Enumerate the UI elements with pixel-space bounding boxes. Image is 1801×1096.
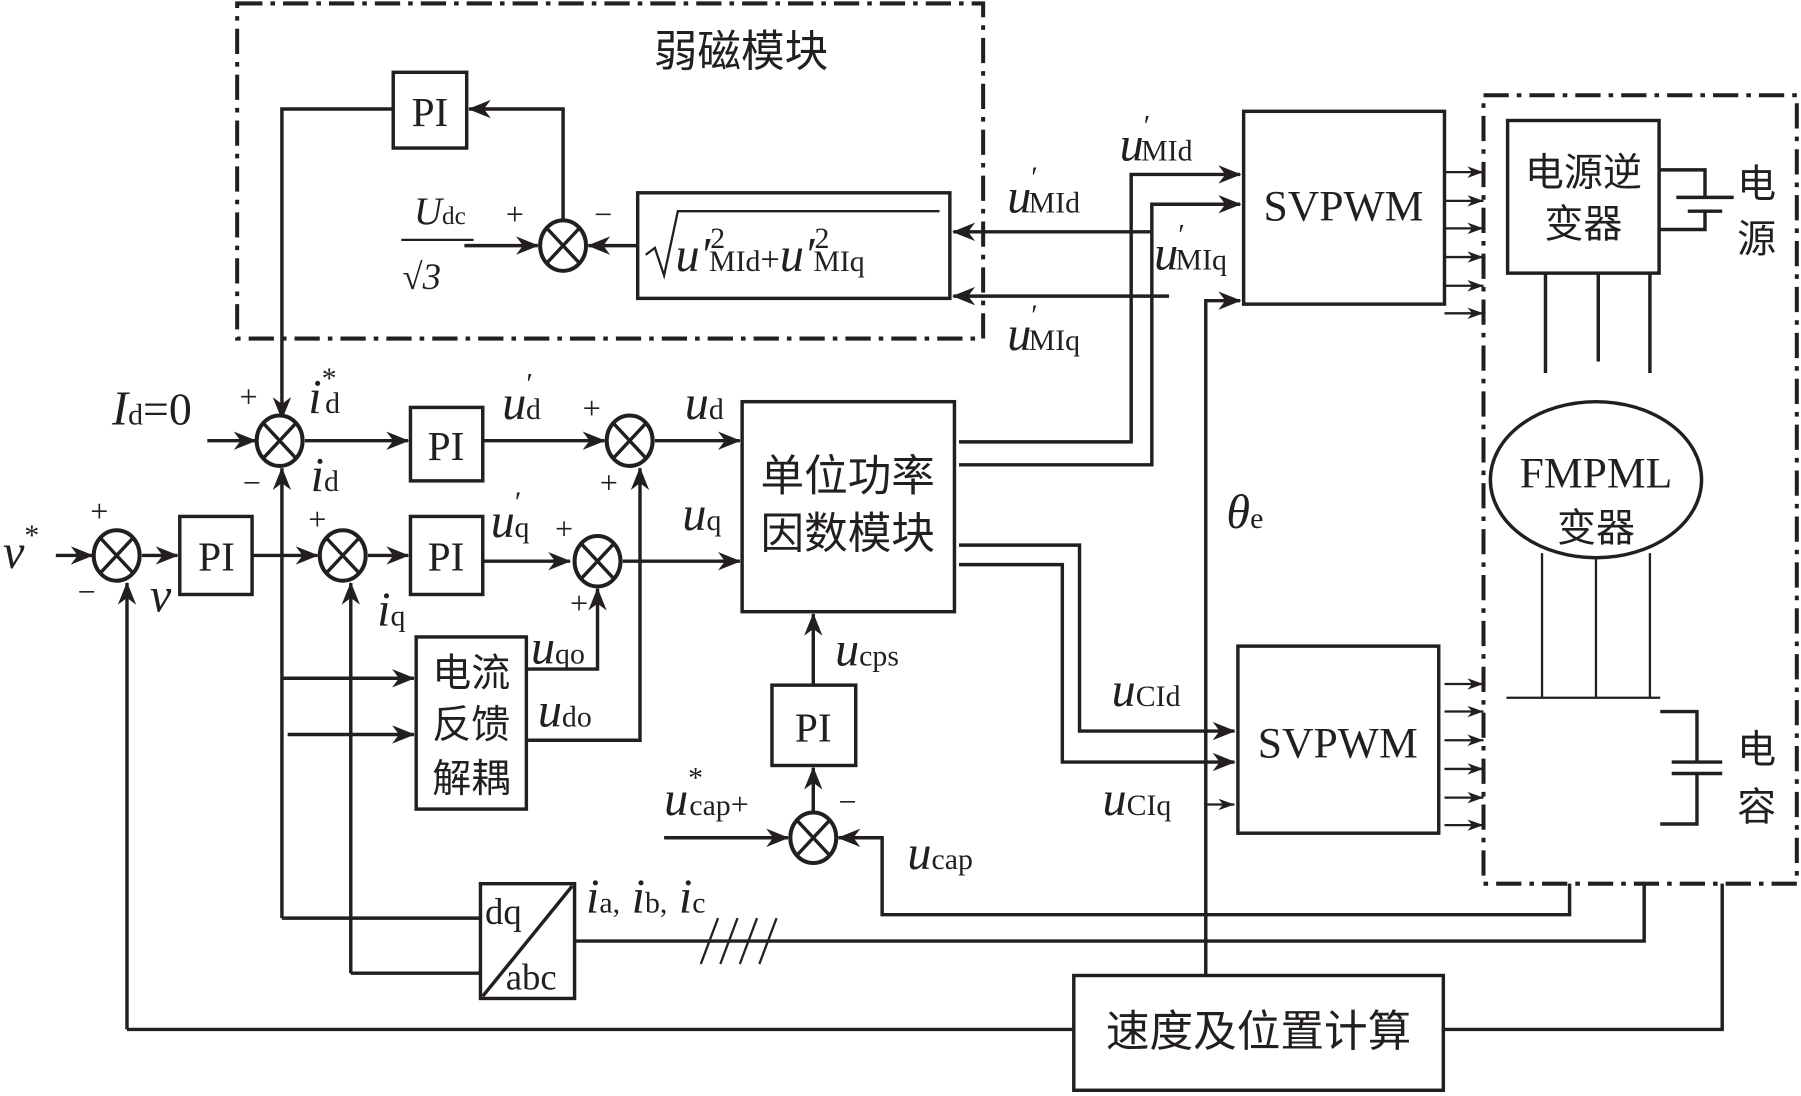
svg-text:FMPML: FMPML [1520,450,1673,498]
uq-prime-label: u′q [491,486,530,548]
svpwm-block-top [1241,109,1447,306]
svg-text:+: + [570,585,588,621]
uq-label: uq [682,488,721,541]
field-weakening-module-frame [235,1,986,341]
svg-text:dq: dq [485,891,522,932]
svg-text:PI: PI [795,704,832,750]
power-stage-frame [1481,93,1799,886]
u-miq-prime-label-mid: u′MIq [1154,218,1227,280]
svg-text:+: + [583,390,601,426]
field-weakening-title: 弱磁模块 [654,29,828,77]
speed-position-calc-block [1072,973,1446,1092]
power-source-symbol [1659,168,1734,232]
svg-text:源: 源 [1737,218,1776,261]
svg-text:变器: 变器 [1557,508,1635,551]
svg-text:+: + [239,378,257,414]
ucap-star-label: u*cap+ [664,761,749,826]
id-star-label: i*d [308,362,340,424]
udo-label: udo [538,684,592,737]
u-miq-prime-label-bottom: u′MIq [1007,299,1080,361]
svg-text:−: − [839,784,857,820]
svpwm-top-outputs [1444,166,1484,320]
inverter-block [1505,118,1661,275]
svg-text:+: + [600,464,618,500]
svg-text:速度及位置计算: 速度及位置计算 [1106,1009,1411,1057]
svg-text:PI: PI [198,533,235,579]
svpwm-bottom-outputs [1444,678,1484,831]
ucps-label: ucps [835,624,899,677]
id-label: id [311,449,339,502]
iq-label: iq [377,583,405,636]
pi-block-d [408,405,485,483]
udc-label: Udc [414,190,466,233]
svg-text:−: − [78,574,96,610]
svg-text:电源逆: 电源逆 [1525,152,1642,195]
id-ref-label: Id=0 [111,383,192,436]
svg-text:容: 容 [1737,787,1776,830]
pi-block-cap [770,683,858,768]
iabc-label: ia,ib,ic [586,870,705,923]
v-star-label: v* [3,519,39,579]
summing-cross-icon [545,227,581,264]
uciq-label: uCIq [1102,773,1171,826]
svpwm-bottom-label: SVPWM [1258,719,1418,767]
svg-text:电: 电 [1737,729,1776,772]
svg-text:+: + [555,510,573,546]
capacitor-symbol [1660,709,1723,826]
svg-text:PI: PI [428,423,465,469]
theta-e-label: θe [1226,486,1263,539]
svg-text:+: + [506,196,524,232]
pi-block-q [408,514,485,597]
u-mid-prime-label-top: u′MId [1120,109,1193,171]
unity-power-factor-block [740,399,957,614]
sqrt3-label: √3 [402,256,441,297]
svg-text:变器: 变器 [1544,204,1622,247]
svg-text:反馈: 反馈 [432,704,510,747]
svg-text:+: + [308,501,326,537]
svg-text:abc: abc [506,956,557,997]
svg-text:−: − [243,464,261,500]
svg-text:解耦: 解耦 [432,758,510,801]
svg-text:PI: PI [428,533,465,579]
ud-prime-label: u′d [502,368,541,430]
pi-block-field-weakening [391,70,469,150]
motor-symbol [1488,399,1704,560]
svg-text:单位功率: 单位功率 [760,453,934,501]
u-mid-prime-label-left: u′MId [1007,161,1080,223]
three-phase-slash-icon [699,917,778,965]
svg-text:电流: 电流 [432,652,510,695]
ucid-label: uCId [1112,664,1181,717]
ucap-label: ucap [907,827,973,880]
pi-label: PI [412,89,449,135]
svpwm-block-bottom [1236,644,1441,835]
current-feedback-decoupling-block [414,635,529,811]
v-label: v [150,570,172,623]
svg-text:因数模块: 因数模块 [760,511,934,559]
svg-text:电: 电 [1737,163,1776,206]
uqo-label: uqo [531,621,585,674]
svpwm-top-label: SVPWM [1264,182,1424,230]
svg-text:+: + [90,493,108,529]
svg-text:−: − [594,196,612,232]
ud-label: ud [685,377,724,430]
